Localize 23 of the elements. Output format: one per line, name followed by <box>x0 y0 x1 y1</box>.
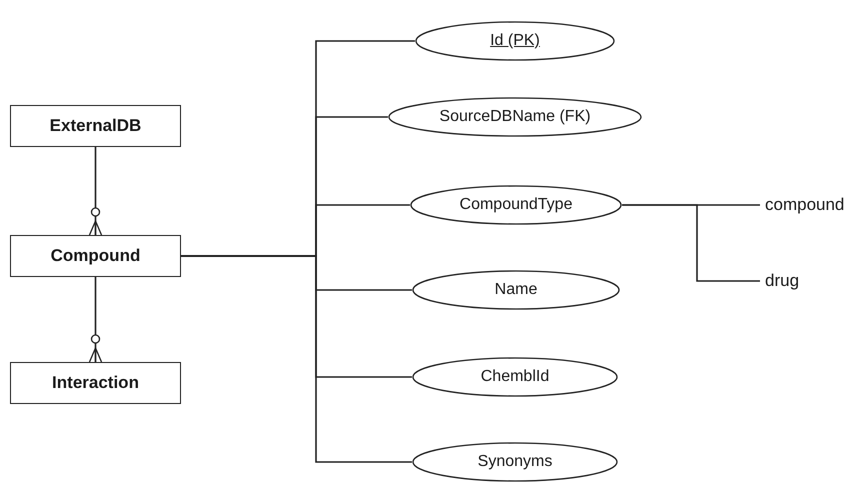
attribute-ellipse <box>412 270 620 310</box>
entity-box <box>10 105 181 147</box>
attribute-name: Id (PK) <box>490 32 540 50</box>
entity-name: Interaction <box>52 373 139 393</box>
attribute-name: CompoundType <box>460 196 572 214</box>
attribute-ellipse <box>415 21 615 61</box>
attribute-ellipse <box>388 97 642 137</box>
entity-name: ExternalDB <box>50 116 142 136</box>
relationship-line <box>88 147 102 236</box>
value-text: drug <box>765 271 800 291</box>
relationship-line <box>88 277 102 363</box>
attribute-name: Name <box>494 281 538 299</box>
entity-box <box>10 235 181 277</box>
attribute-ellipse <box>412 442 618 482</box>
entity-name: Compound <box>50 246 140 266</box>
attribute-name: ChemblId <box>480 368 550 386</box>
entity-box <box>10 362 181 404</box>
value-text: compound <box>765 195 844 215</box>
attribute-name: Synonyms <box>478 453 552 471</box>
connector-line <box>622 204 760 282</box>
attribute-ellipse <box>410 185 622 225</box>
attribute-ellipse <box>412 357 618 397</box>
attribute-name: SourceDBName (FK) <box>439 108 591 126</box>
